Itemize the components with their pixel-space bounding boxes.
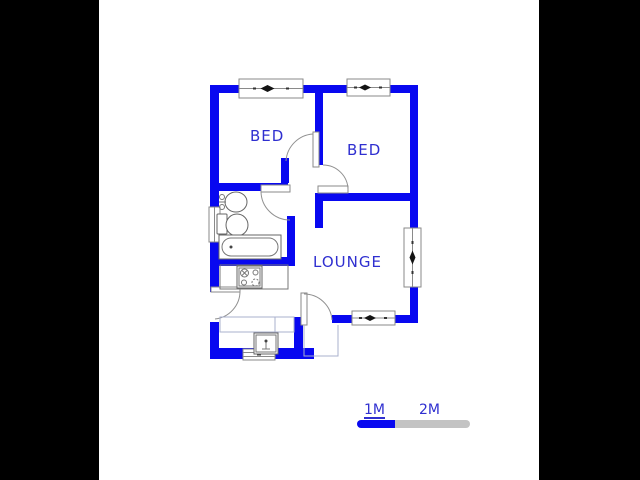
door-bathroom <box>260 184 291 221</box>
window-bed2 <box>346 78 391 97</box>
interior-walls <box>210 93 410 266</box>
bathtub <box>218 234 282 260</box>
scale-bar <box>357 420 470 428</box>
scale-bar-blue-segment <box>357 420 395 428</box>
room-label-bed1: BED <box>250 127 285 145</box>
scale-label-1m: 1M <box>364 402 385 418</box>
washbasin <box>219 191 248 213</box>
kitchen-worktop <box>219 316 295 333</box>
window-lounge-bottom <box>351 310 396 326</box>
door-kitchen <box>210 286 241 320</box>
right-black-panel <box>539 0 640 480</box>
room-label-lounge: LOUNGE <box>313 253 382 271</box>
porch-step <box>303 325 339 357</box>
door-bed1 <box>285 131 320 168</box>
scale-label-2m: 2M <box>419 402 440 418</box>
scale-bar-gray-segment <box>395 420 470 428</box>
door-bed2 <box>317 164 349 194</box>
room-label-bed2: BED <box>347 141 382 159</box>
window-lounge-right <box>403 227 422 288</box>
kitchen-sink <box>253 332 279 355</box>
left-black-panel <box>0 0 99 480</box>
toilet <box>216 213 249 237</box>
window-bed1 <box>238 78 304 99</box>
stove <box>236 265 263 289</box>
door-front-lounge <box>300 292 333 326</box>
kitchen-counter <box>219 264 289 290</box>
